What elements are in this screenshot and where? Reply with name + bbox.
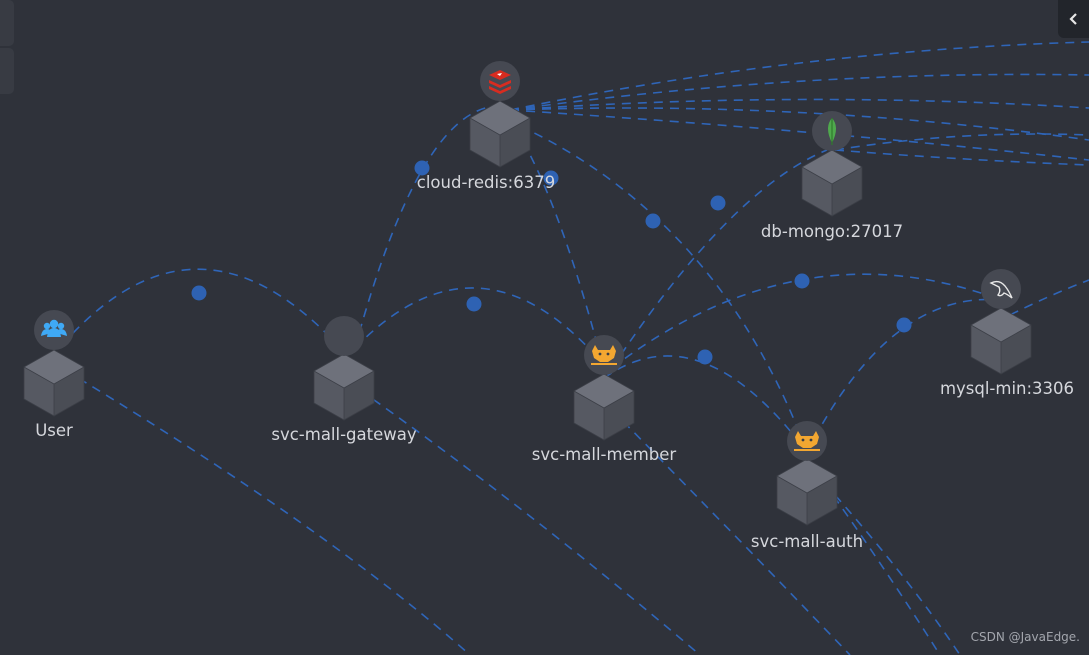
call-edge	[806, 298, 1002, 453]
edge-marker[interactable]	[414, 160, 430, 176]
side-panel-tab-2[interactable]	[0, 48, 14, 94]
side-panel-tab-1[interactable]	[0, 0, 14, 46]
call-edge	[834, 133, 1089, 151]
collapse-panel-button[interactable]	[1058, 0, 1089, 38]
edge-marker[interactable]	[896, 317, 912, 333]
call-edge	[64, 369, 471, 655]
call-edge	[611, 409, 851, 655]
node-svc-mall-member[interactable]: svc-mall-member	[532, 335, 677, 464]
node-cube	[313, 353, 375, 421]
call-edge	[354, 287, 605, 366]
edge-marker[interactable]	[645, 213, 661, 229]
node-badge	[324, 316, 364, 356]
node-cloud-redis[interactable]: cloud-redis:6379	[417, 61, 555, 192]
call-edge	[61, 268, 345, 353]
call-edge	[611, 273, 1002, 369]
node-db-mongo[interactable]: db-mongo:27017	[761, 111, 903, 241]
call-edge	[519, 125, 808, 453]
call-edge	[509, 109, 1089, 161]
edge-marker[interactable]	[697, 349, 713, 365]
edge-layer	[61, 41, 1089, 655]
node-cube	[573, 373, 635, 441]
call-edge	[834, 149, 1089, 166]
node-cube	[23, 349, 85, 417]
call-edge	[509, 73, 1089, 111]
tomcat-icon	[591, 345, 617, 365]
node-badge	[981, 269, 1021, 309]
call-edge	[611, 149, 828, 369]
edge-marker-layer	[191, 160, 912, 365]
watermark: CSDN @JavaEdge.	[971, 630, 1080, 644]
users-icon	[41, 319, 67, 337]
tomcat-icon	[794, 431, 820, 451]
node-svc-mall-auth[interactable]: svc-mall-auth	[751, 421, 863, 551]
call-edge	[603, 355, 808, 453]
node-mysql-min[interactable]: mysql-min:3306	[940, 269, 1074, 398]
node-badge	[480, 61, 520, 101]
mysql-dolphin-icon	[989, 280, 1013, 299]
edge-marker[interactable]	[710, 195, 726, 211]
redis-icon	[489, 70, 511, 94]
call-edge	[834, 494, 961, 655]
node-label: mysql-min:3306	[940, 379, 1074, 398]
node-label: db-mongo:27017	[761, 222, 903, 241]
edge-marker[interactable]	[794, 273, 810, 289]
call-edge	[1009, 279, 1089, 316]
call-edge	[509, 41, 1089, 111]
call-edge	[514, 127, 605, 371]
call-edge	[509, 98, 1089, 111]
mongodb-leaf-icon	[828, 118, 836, 145]
node-cube	[776, 458, 838, 526]
node-label: svc-mall-member	[532, 445, 677, 464]
call-edge	[359, 389, 701, 655]
node-label: svc-mall-gateway	[271, 425, 417, 444]
node-label: cloud-redis:6379	[417, 173, 555, 192]
edge-marker[interactable]	[543, 170, 559, 186]
node-cube	[801, 149, 863, 217]
node-cube	[970, 307, 1032, 375]
node-user[interactable]: User	[23, 310, 85, 440]
edge-marker[interactable]	[466, 296, 482, 312]
edge-marker[interactable]	[191, 285, 207, 301]
node-svc-mall-gateway[interactable]: svc-mall-gateway	[271, 316, 417, 444]
call-edge	[814, 469, 941, 655]
chevron-left-icon	[1068, 13, 1077, 25]
call-edge	[509, 107, 1089, 141]
node-label: svc-mall-auth	[751, 532, 863, 551]
node-label: User	[35, 421, 73, 440]
